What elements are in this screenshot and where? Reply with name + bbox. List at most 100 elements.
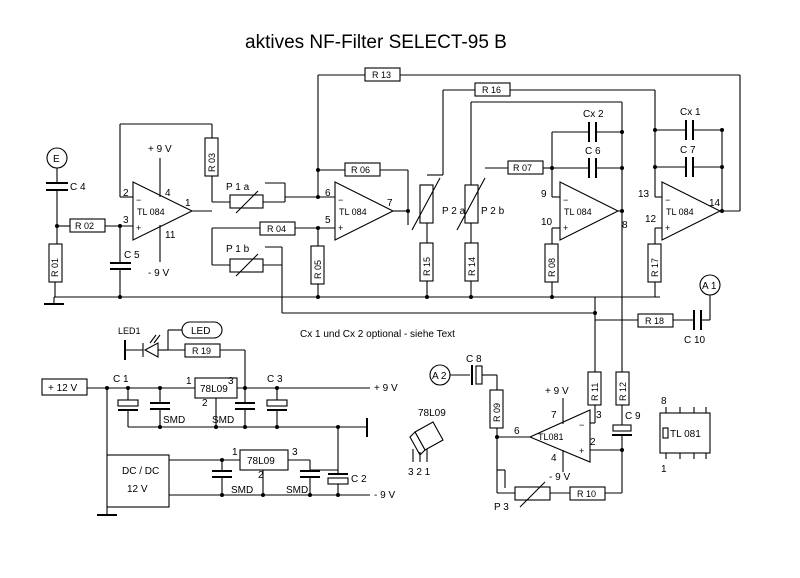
c1-label: C 1 <box>113 374 129 385</box>
u5-vminus: - 9 V <box>549 472 570 483</box>
c8-body <box>475 365 483 385</box>
reg2-pin2: 2 <box>258 470 264 481</box>
u5-pin2: 2 <box>590 437 596 448</box>
input-e-label: E <box>53 154 60 165</box>
reg2-pin3: 3 <box>292 447 298 458</box>
c1-body <box>117 399 139 407</box>
r12-label: R 12 <box>618 382 628 401</box>
r19-label: R 19 <box>192 346 211 356</box>
u1-pin2: 2 <box>123 188 129 199</box>
svg-text:+: + <box>563 223 568 233</box>
out-minus9-label: - 9 V <box>374 490 395 501</box>
pkg-pin8: 8 <box>661 396 667 407</box>
c10-label: C 10 <box>684 335 706 346</box>
pot-p3 <box>514 486 551 501</box>
r14-label: R 14 <box>467 257 477 276</box>
u1-pin3: 3 <box>123 215 129 226</box>
u5-type: TL081 <box>538 432 564 442</box>
r03-label: R 03 <box>207 153 217 172</box>
smd-label-4: SMD <box>286 485 308 496</box>
led-tag-label: LED <box>191 326 210 337</box>
cx1-label: Cx 1 <box>680 107 701 118</box>
svg-text:+: + <box>338 223 343 233</box>
c5-label: C 5 <box>124 250 140 261</box>
r06-label: R 06 <box>351 165 370 175</box>
u5-pin4: 4 <box>551 453 557 464</box>
dcdc-voltage: 12 V <box>127 484 148 495</box>
u4-type: TL 084 <box>666 207 694 217</box>
c3-body <box>266 399 288 407</box>
svg-text:+: + <box>579 446 584 456</box>
opamp-u4 <box>661 181 722 241</box>
r07-label: R 07 <box>513 163 532 173</box>
pot-p1a <box>229 194 264 209</box>
svg-text:−: − <box>563 195 568 205</box>
u1-pin1: 1 <box>185 198 191 209</box>
u2-type: TL 084 <box>339 207 367 217</box>
p1b-label: P 1 b <box>226 244 250 255</box>
p3-label: P 3 <box>494 502 509 513</box>
r15-label: R 15 <box>422 257 432 276</box>
u2-pin5: 5 <box>325 215 331 226</box>
reg2-label: 78L09 <box>247 456 275 467</box>
pkg-pin1: 1 <box>661 464 667 475</box>
svg-text:−: − <box>579 420 584 430</box>
c9-body <box>612 424 632 432</box>
led-ref-label: LED1 <box>118 326 141 336</box>
c2-body <box>327 477 349 485</box>
smd-label-3: SMD <box>231 485 253 496</box>
u5-pin6: 6 <box>514 426 520 437</box>
u1-vminus: - 9 V <box>148 268 169 279</box>
p2b-label: P 2 b <box>481 206 505 217</box>
u5-pin7: 7 <box>551 410 557 421</box>
u3-pin9: 9 <box>541 189 547 200</box>
u1-vplus: + 9 V <box>148 144 172 155</box>
u3-pin8: 8 <box>622 220 628 231</box>
u4-pin12: 12 <box>645 214 657 225</box>
r17-label: R 17 <box>650 258 660 277</box>
opamp-u5 <box>528 409 591 463</box>
a2-label: A 2 <box>432 371 447 382</box>
u2-pin7: 7 <box>387 198 393 209</box>
u4-pin14: 14 <box>709 198 721 209</box>
svg-text:−: − <box>665 195 670 205</box>
tl081-package-label: TL 081 <box>670 429 701 440</box>
r05-label: R 05 <box>313 260 323 279</box>
r02-label: R 02 <box>75 221 94 231</box>
c8-label: C 8 <box>466 354 482 365</box>
r08-label: R 08 <box>547 258 557 277</box>
u1-pin11: 11 <box>165 230 176 241</box>
opamp-u1 <box>132 181 194 241</box>
opamp-u2 <box>334 181 395 241</box>
u5-vplus: + 9 V <box>545 386 569 397</box>
smd-label-1: SMD <box>163 415 185 426</box>
c4-label: C 4 <box>70 182 86 193</box>
r16-label: R 16 <box>482 85 501 95</box>
diagram-title: aktives NF-Filter SELECT-95 B <box>245 32 507 53</box>
reg1-pin3: 3 <box>228 376 234 387</box>
pkg-78l09-label: 78L09 <box>418 408 446 419</box>
svg-text:+: + <box>665 223 670 233</box>
u1-type: TL 084 <box>137 207 165 217</box>
u3-pin10: 10 <box>541 217 553 228</box>
r10-label: R 10 <box>577 489 596 499</box>
r04-label: R 04 <box>267 224 286 234</box>
p1a-label: P 1 a <box>226 182 250 193</box>
out-plus9-label: + 9 V <box>374 383 398 394</box>
opamp-u3 <box>559 181 620 241</box>
reg1-label: 78L09 <box>200 384 228 395</box>
a1-label: A 1 <box>702 281 717 292</box>
c9-label: C 9 <box>625 411 641 422</box>
reg1-pin2: 2 <box>202 398 208 409</box>
c7-label: C 7 <box>680 145 696 156</box>
u5-pin3: 3 <box>596 410 602 421</box>
input-12v-label: + 12 V <box>48 383 78 394</box>
led-diode <box>143 342 159 358</box>
resistor-r11 <box>587 371 602 406</box>
r18-label: R 18 <box>645 316 664 326</box>
r11-label: R 11 <box>590 383 600 401</box>
cx2-label: Cx 2 <box>583 109 604 120</box>
r01-label: R 01 <box>50 258 60 277</box>
